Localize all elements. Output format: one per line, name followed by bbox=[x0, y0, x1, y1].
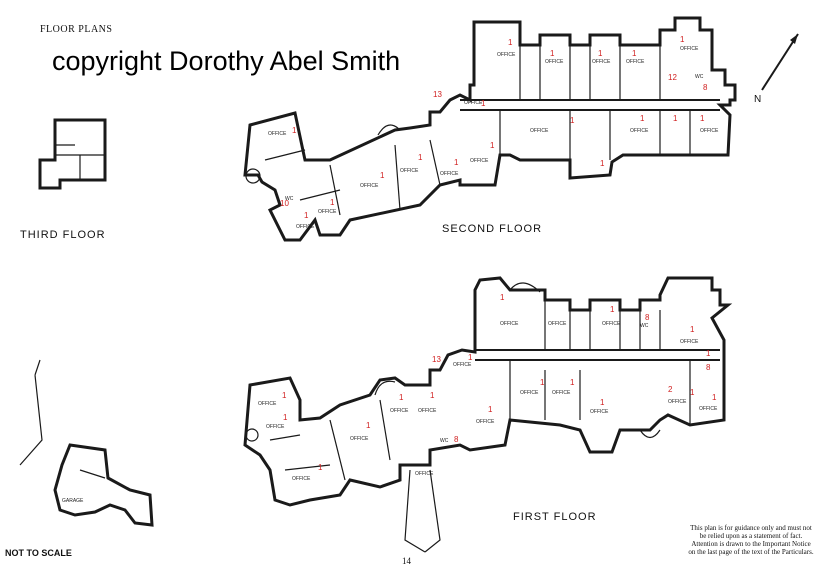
room-number: 1 bbox=[490, 141, 495, 150]
room-label: OFFICE bbox=[266, 424, 285, 430]
room-number: 2 bbox=[668, 385, 673, 394]
room-label: OFFICE bbox=[464, 100, 483, 106]
room-number: 1 bbox=[690, 325, 695, 334]
room-number: 1 bbox=[508, 38, 513, 47]
room-label: OFFICE bbox=[680, 46, 699, 52]
room-label: OFFICE bbox=[548, 321, 567, 327]
room-label: OFFICE bbox=[590, 409, 609, 415]
room-label: OFFICE bbox=[400, 168, 419, 174]
room-label: WC bbox=[285, 196, 294, 202]
room-number: 1 bbox=[500, 293, 505, 302]
room-number: 13 bbox=[432, 355, 441, 364]
first-floor-label: FIRST FLOOR bbox=[513, 511, 597, 523]
room-number: 1 bbox=[690, 388, 695, 397]
room-label: OFFICE bbox=[415, 471, 434, 477]
room-number: 1 bbox=[706, 349, 711, 358]
room-number: 1 bbox=[380, 171, 385, 180]
room-label: OFFICE bbox=[680, 339, 699, 345]
room-label: OFFICE bbox=[630, 128, 649, 134]
room-number: 1 bbox=[700, 114, 705, 123]
room-label: GARAGE bbox=[62, 498, 84, 504]
copyright-watermark: copyright Dorothy Abel Smith bbox=[52, 46, 401, 76]
room-label: OFFICE bbox=[453, 362, 472, 368]
room-number: 12 bbox=[668, 73, 677, 82]
room-label: OFFICE bbox=[592, 59, 611, 65]
room-number: 1 bbox=[598, 49, 603, 58]
room-number: 1 bbox=[430, 391, 435, 400]
room-number: 1 bbox=[481, 99, 486, 108]
room-number: 10 bbox=[280, 199, 289, 208]
room-label: OFFICE bbox=[390, 408, 409, 414]
room-label: OFFICE bbox=[470, 158, 489, 164]
compass-arrow-icon: N bbox=[754, 33, 799, 105]
disclaimer-note: This plan is for guidance only and must … bbox=[688, 524, 814, 556]
room-label: WC bbox=[640, 323, 649, 329]
room-label: OFFICE bbox=[350, 436, 369, 442]
room-number: 1 bbox=[640, 114, 645, 123]
room-number: 1 bbox=[570, 378, 575, 387]
room-label: OFFICE bbox=[292, 476, 311, 482]
room-number: 1 bbox=[550, 49, 555, 58]
room-number: 1 bbox=[366, 421, 371, 430]
room-label: OFFICE bbox=[476, 419, 495, 425]
room-number: 1 bbox=[318, 463, 323, 472]
room-label: OFFICE bbox=[440, 171, 459, 177]
room-label: WC bbox=[695, 74, 704, 80]
room-label: OFFICE bbox=[700, 128, 719, 134]
room-number: 1 bbox=[540, 378, 545, 387]
room-number: 8 bbox=[454, 435, 459, 444]
garage-plan: GARAGE bbox=[19, 359, 154, 527]
room-number: 1 bbox=[399, 393, 404, 402]
third-floor-plan bbox=[38, 118, 107, 190]
room-label: OFFICE bbox=[699, 406, 718, 412]
plans-header: FLOOR PLANS bbox=[40, 24, 113, 35]
room-number: 1 bbox=[712, 393, 717, 402]
room-number: 1 bbox=[330, 198, 335, 207]
room-number: 1 bbox=[468, 353, 473, 362]
room-label: OFFICE bbox=[318, 209, 337, 215]
room-number: 1 bbox=[304, 211, 309, 220]
room-label: OFFICE bbox=[497, 52, 516, 58]
room-number: 8 bbox=[645, 313, 650, 322]
room-label: OFFICE bbox=[626, 59, 645, 65]
room-label: OFFICE bbox=[258, 401, 277, 407]
room-number: 1 bbox=[570, 116, 575, 125]
room-label: OFFICE bbox=[545, 59, 564, 65]
room-label: OFFICE bbox=[602, 321, 621, 327]
room-number: 1 bbox=[488, 405, 493, 414]
compass-label: N bbox=[754, 94, 761, 105]
room-label: OFFICE bbox=[418, 408, 437, 414]
first-floor-plan: OFFICE OFFICE OFFICE OFFICE OFFICE OFFIC… bbox=[243, 276, 733, 553]
room-label: OFFICE bbox=[500, 321, 519, 327]
room-number: 13 bbox=[433, 90, 442, 99]
room-label: OFFICE bbox=[552, 390, 571, 396]
room-number: 8 bbox=[706, 363, 711, 372]
third-floor-label: THIRD FLOOR bbox=[20, 229, 106, 241]
room-number: 1 bbox=[632, 49, 637, 58]
room-number: 1 bbox=[282, 391, 287, 400]
page-number: 14 bbox=[402, 556, 411, 566]
room-number: 1 bbox=[418, 153, 423, 162]
room-label: OFFICE bbox=[520, 390, 539, 396]
room-number: 8 bbox=[703, 83, 708, 92]
room-label: OFFICE bbox=[268, 131, 287, 137]
room-number: 1 bbox=[292, 126, 297, 135]
room-number: 1 bbox=[680, 35, 685, 44]
room-number: 1 bbox=[673, 114, 678, 123]
room-label: OFFICE bbox=[360, 183, 379, 189]
second-floor-plan: OFFICE OFFICE OFFICE OFFICE OFFICE OFFIC… bbox=[243, 16, 737, 242]
room-number: 1 bbox=[610, 305, 615, 314]
room-label: OFFICE bbox=[530, 128, 549, 134]
room-label: OFFICE bbox=[296, 224, 315, 230]
room-number: 1 bbox=[454, 158, 459, 167]
room-number: 1 bbox=[283, 413, 288, 422]
room-number: 1 bbox=[600, 159, 605, 168]
room-label: WC bbox=[440, 438, 449, 444]
scale-note: NOT TO SCALE bbox=[5, 548, 72, 558]
room-label: OFFICE bbox=[668, 399, 687, 405]
room-number: 1 bbox=[600, 398, 605, 407]
second-floor-label: SECOND FLOOR bbox=[442, 223, 543, 235]
